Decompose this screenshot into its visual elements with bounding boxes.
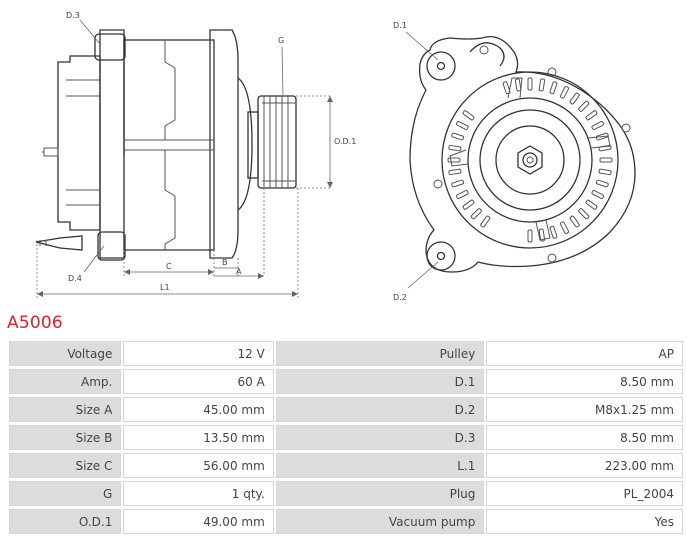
spec-label: Voltage	[9, 341, 122, 366]
spec-value: M8x1.25 mm	[486, 397, 683, 422]
alternator-front-view: D.1 D.2	[393, 21, 636, 302]
label-b: B	[222, 258, 228, 267]
label-a: A	[236, 267, 242, 276]
spec-value: 60 A	[123, 369, 274, 394]
spec-label: Size C	[9, 453, 122, 478]
spec-label: Size B	[9, 425, 122, 450]
spec-label: D.2	[275, 397, 485, 422]
label-c: C	[166, 262, 172, 271]
spec-label: G	[9, 481, 122, 506]
spec-label: D.3	[275, 425, 485, 450]
spec-value: 8.50 mm	[486, 369, 683, 394]
spec-value: 1 qty.	[123, 481, 274, 506]
label-od1: O.D.1	[334, 137, 356, 146]
spec-label: Size A	[9, 397, 122, 422]
spec-value: Yes	[486, 509, 683, 534]
spec-value: 8.50 mm	[486, 425, 683, 450]
spec-value: 13.50 mm	[123, 425, 274, 450]
spec-label: Vacuum pump	[275, 509, 485, 534]
spec-label: Plug	[275, 481, 485, 506]
label-d1: D.1	[393, 21, 407, 30]
label-g: G	[278, 36, 284, 45]
spec-value: 49.00 mm	[123, 509, 274, 534]
label-d2: D.2	[393, 293, 407, 302]
spec-value: 45.00 mm	[123, 397, 274, 422]
product-code: A5006	[7, 313, 63, 333]
spec-label: O.D.1	[9, 509, 122, 534]
spec-label: L.1	[275, 453, 485, 478]
spec-label: D.1	[275, 369, 485, 394]
alternator-technical-drawing: D.3 G O.D.1 D.4 C B A L1	[35, 11, 636, 302]
label-d4: D.4	[68, 274, 82, 283]
alternator-side-view: D.3 G O.D.1 D.4 C B A L1	[35, 11, 356, 298]
spec-value: 12 V	[123, 341, 274, 366]
label-d3: D.3	[66, 11, 80, 20]
spec-value: AP	[486, 341, 683, 366]
spec-value: 223.00 mm	[486, 453, 683, 478]
label-l1: L1	[160, 283, 170, 292]
spec-value: PL_2004	[486, 481, 683, 506]
spec-label: Pulley	[275, 341, 485, 366]
spec-value: 56.00 mm	[123, 453, 274, 478]
spec-label: Amp.	[9, 369, 122, 394]
